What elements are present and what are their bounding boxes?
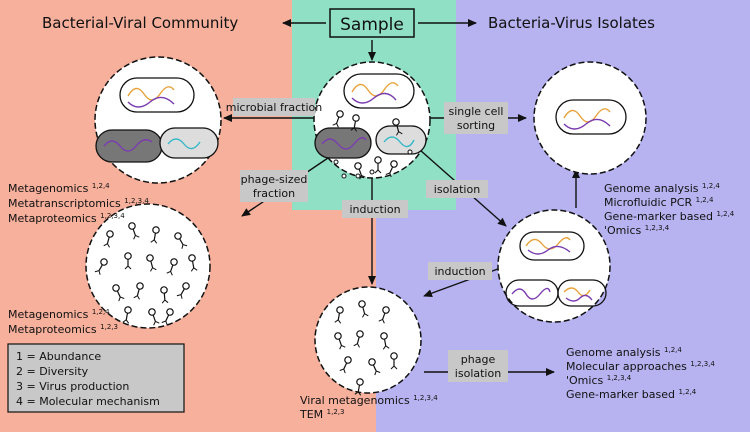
phage-icon: [133, 282, 144, 300]
phage-icon: [174, 232, 188, 249]
particle-dot: [407, 149, 413, 155]
phage-icon: [392, 118, 403, 136]
method-item: Gene-marker based 1,2,4: [566, 388, 697, 401]
phage-icon: [378, 306, 390, 324]
phage-icon: [354, 162, 366, 180]
phage-icon: [103, 230, 114, 248]
isolation-circle: [497, 209, 611, 323]
phage-icon: [332, 110, 344, 128]
particle-dot: [355, 173, 361, 179]
isolates-title: Bacteria-Virus Isolates: [488, 14, 655, 32]
phage-icon: [188, 254, 198, 272]
particle-dot: [369, 169, 375, 175]
sample-circle: [313, 61, 431, 179]
isolation-label: isolation: [426, 180, 488, 198]
phage-icon: [368, 358, 381, 376]
method-item: Gene-marker based 1,2,4: [604, 210, 735, 223]
phage-icon: [160, 286, 169, 304]
phage-icon: [128, 222, 140, 240]
phage-icon: [339, 356, 352, 374]
phage-icon: [350, 114, 360, 132]
induction-circle: [314, 286, 422, 394]
phage-icon: [122, 306, 132, 324]
svg-text:induction: induction: [434, 265, 485, 278]
particle-dot: [341, 173, 347, 179]
single-cell-sorting-label: single cell sorting: [444, 102, 508, 134]
induction-right-label: induction: [428, 262, 492, 280]
method-item: Metagenomics 1,2,4: [8, 308, 110, 321]
svg-text:induction: induction: [349, 203, 400, 216]
microbial-fraction-label: microbial fraction: [226, 98, 322, 116]
method-item: Metagenomics 1,2,4: [8, 182, 110, 195]
method-item: Metaproteomics 1,2,3: [8, 323, 118, 336]
method-item: Metaproteomics 1,2,3,4: [8, 212, 125, 225]
sample-title: Sample: [340, 15, 404, 35]
phage-sized-fraction-label: phage-sized fraction: [240, 170, 308, 202]
phage-icon: [176, 282, 190, 299]
legend-item-1: 1 = Abundance: [16, 350, 101, 363]
phage-icon: [390, 352, 398, 370]
phage-icon: [358, 300, 369, 318]
phage-icon: [94, 258, 108, 275]
method-item: Molecular approaches 1,2,3,4: [566, 360, 715, 373]
induction-center-label: induction: [342, 200, 408, 218]
svg-text:isolation: isolation: [434, 183, 480, 196]
phage-icon: [124, 252, 132, 270]
phage-icon: [354, 378, 364, 396]
phage-glyphs: [94, 110, 413, 396]
legend-item-2: 2 = Diversity: [16, 365, 89, 378]
phage-icon: [146, 254, 157, 272]
svg-text:phage: phage: [461, 353, 496, 366]
phage-icon: [150, 226, 160, 244]
svg-text:fraction: fraction: [253, 187, 295, 200]
svg-text:microbial fraction: microbial fraction: [226, 101, 322, 114]
phage-icon: [112, 284, 125, 302]
legend: 1 = Abundance 2 = Diversity 3 = Virus pr…: [7, 343, 185, 413]
method-item: TEM 1,2,3: [299, 408, 344, 421]
phage-icon: [380, 332, 390, 350]
method-item: Genome analysis 1,2,4: [566, 346, 682, 359]
method-item: Viral metagenomics 1,2,3,4: [300, 394, 438, 407]
method-item: 'Omics 1,2,3,4: [604, 224, 670, 237]
legend-item-4: 4 = Molecular mechanism: [16, 395, 160, 408]
method-item: Genome analysis 1,2,4: [604, 182, 720, 195]
svg-text:sorting: sorting: [457, 119, 495, 132]
community-title: Bacterial-Viral Community: [42, 14, 238, 32]
phage-icon: [161, 308, 174, 326]
sample-box: [329, 8, 415, 38]
phage-icon: [353, 330, 364, 348]
phage-icon: [334, 306, 344, 324]
microbial-fraction-circle: [94, 56, 222, 184]
phage-icon: [374, 156, 382, 174]
phage-icon: [148, 308, 160, 326]
svg-text:isolation: isolation: [455, 367, 501, 380]
single-cell-circle: [533, 61, 647, 175]
flow-arrows: [223, 19, 580, 376]
phage-isolation-label: phage isolation: [448, 350, 508, 382]
phage-icon: [385, 160, 398, 178]
svg-text:single cell: single cell: [449, 105, 504, 118]
phage-icon: [166, 258, 178, 276]
particle-dot: [333, 159, 339, 165]
method-item: 'Omics 1,2,3,4: [566, 374, 632, 387]
svg-text:phage-sized: phage-sized: [241, 173, 308, 186]
method-item: Microfluidic PCR 1,2,4: [604, 196, 714, 209]
phage-icon: [334, 332, 346, 350]
method-item: Metatranscriptomics 1,2,3,4: [8, 197, 149, 210]
legend-item-3: 3 = Virus production: [16, 380, 129, 393]
arrow-induction-right: [423, 265, 507, 298]
